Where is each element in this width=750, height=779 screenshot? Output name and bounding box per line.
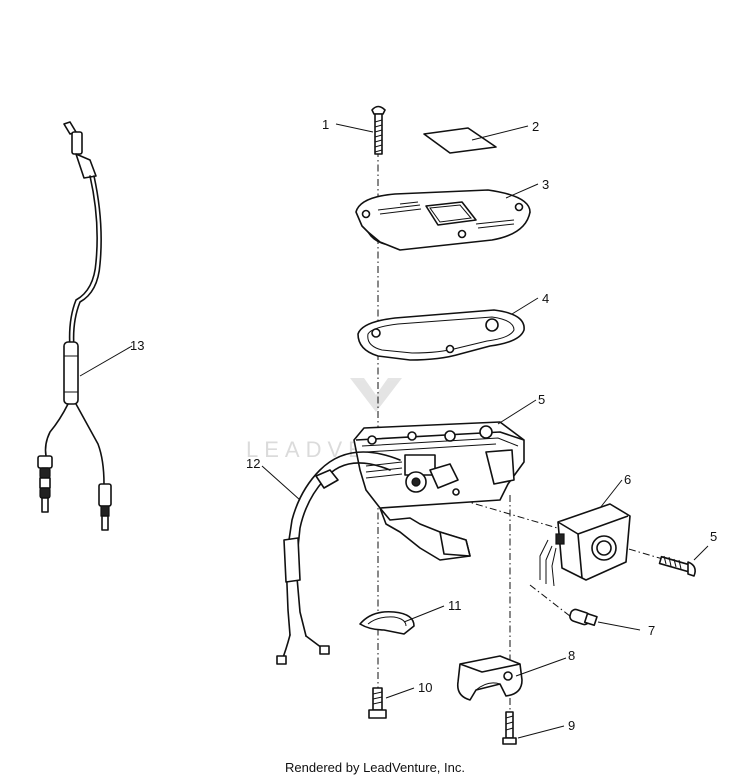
part-bulb-7	[569, 608, 598, 627]
callout-6: 6	[624, 472, 631, 487]
part-harness-12	[276, 451, 401, 665]
callout-1: 1	[322, 117, 329, 132]
footer-credit: Rendered by LeadVenture, Inc.	[285, 760, 465, 775]
callout-7: 7	[648, 623, 655, 638]
part-gasket-4	[357, 309, 525, 361]
part-cover-3	[355, 189, 531, 251]
part-switch-6	[539, 503, 631, 587]
callout-11: 11	[448, 598, 462, 613]
callout-8: 8	[568, 648, 575, 663]
callout-4: 4	[542, 291, 549, 306]
part-decal-2	[423, 127, 497, 154]
part-clamp-8	[456, 655, 523, 701]
callout-5: 5	[538, 392, 545, 407]
callout-numbers: 1 2 3 4 5 5 6 7 8 9 10 11 12 13	[130, 117, 717, 733]
callout-5b: 5	[710, 529, 717, 544]
callout-12: 12	[246, 456, 260, 471]
part-screw-9	[502, 711, 517, 745]
callout-9: 9	[568, 718, 575, 733]
watermark-logo-icon	[350, 378, 402, 412]
part-screw-5b	[658, 555, 696, 577]
part-clip-11	[359, 610, 415, 635]
part-cable-13	[37, 121, 112, 531]
callout-2: 2	[532, 119, 539, 134]
callout-3: 3	[542, 177, 549, 192]
callout-13: 13	[130, 338, 144, 353]
callout-10: 10	[418, 680, 432, 695]
bulb-axis	[529, 584, 576, 621]
part-housing-5	[353, 421, 525, 561]
part-screw-10	[368, 687, 387, 719]
leader-lines	[79, 123, 709, 739]
part-screw-1	[371, 105, 386, 155]
